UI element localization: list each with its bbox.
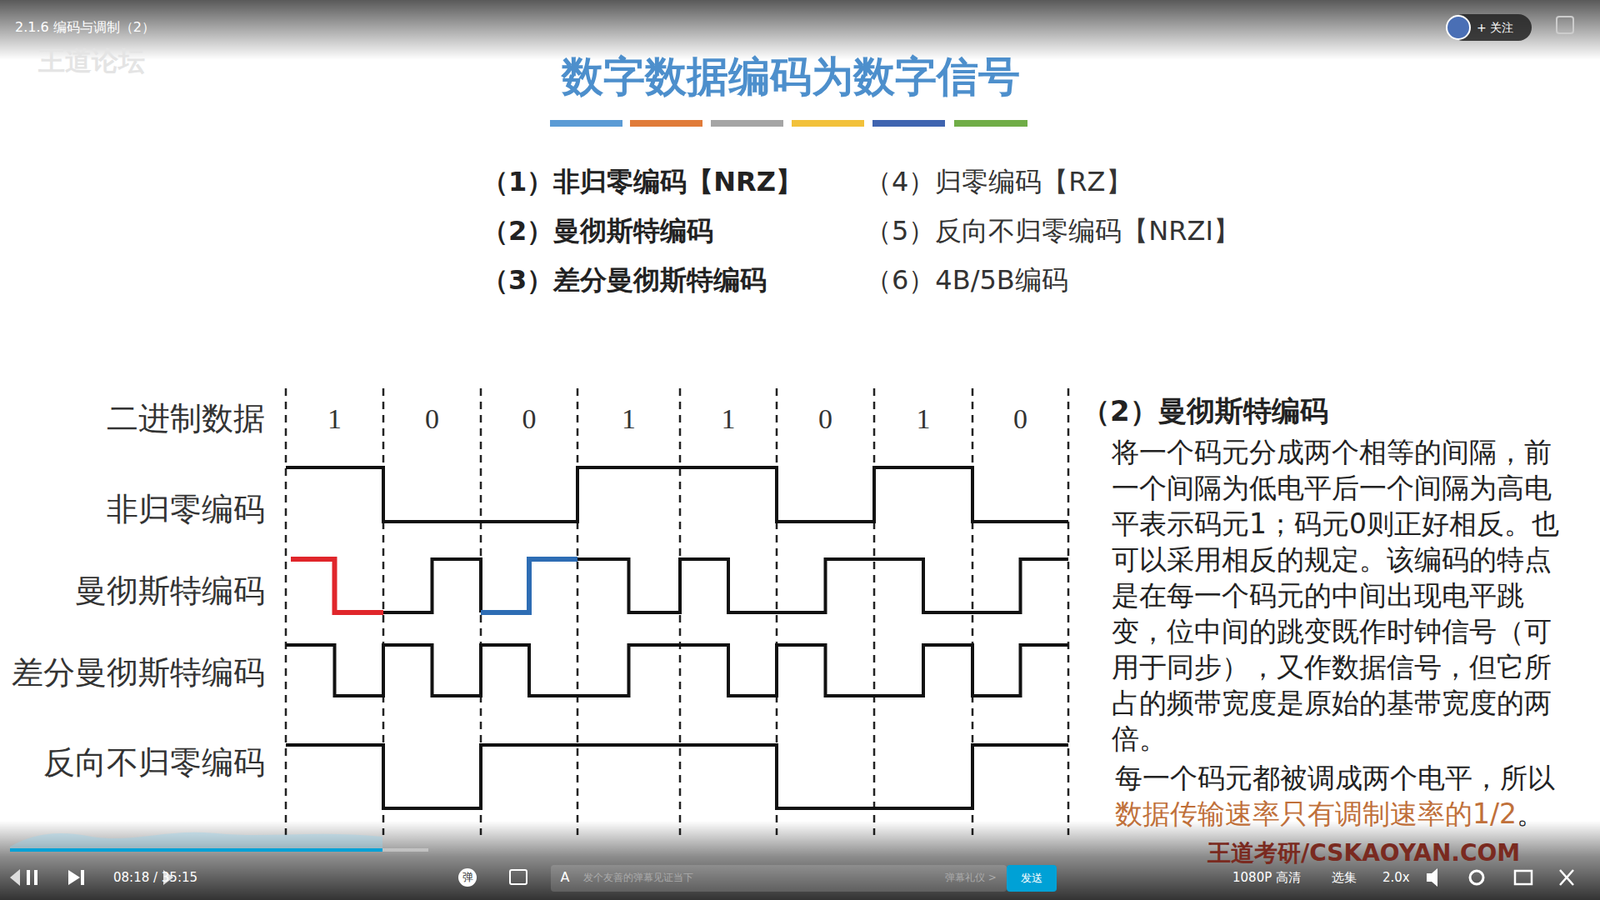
send-button	[1006, 865, 1057, 892]
manchester-waveform	[577, 559, 1069, 613]
waveforms	[285, 467, 1069, 809]
watermark: 王道论坛	[38, 45, 145, 77]
row-label: 差分曼彻斯特编码	[11, 654, 265, 693]
quality-setting: 1080P 高清	[1232, 870, 1301, 885]
diff-manchester-waveform	[285, 645, 1069, 696]
nrzi-waveform	[285, 745, 1069, 809]
bit-value: 0	[425, 402, 440, 437]
danmaku-settings-icon	[510, 870, 527, 885]
watermark: 王道考研/CSKAOYAN.COM	[1207, 839, 1520, 868]
follow-button: + 关注	[1476, 20, 1514, 35]
avatar-icon	[1446, 15, 1470, 40]
send-label: 发送	[1020, 871, 1043, 885]
pause-icon	[26, 870, 30, 885]
explanation-text: 每一个码元都被调成两个电平，所以	[1115, 761, 1555, 795]
progress-fill	[10, 848, 383, 852]
pip-icon	[1515, 870, 1532, 885]
bit-value: 1	[721, 402, 736, 437]
prev-icon	[10, 869, 20, 886]
section-heading: （2）曼彻斯特编码	[1081, 394, 1329, 429]
bit-value: 0	[818, 402, 833, 437]
bit-boundaries	[285, 388, 1069, 835]
bit-value: 0	[522, 402, 537, 437]
dashed-line	[285, 388, 288, 835]
progress-track	[10, 848, 429, 852]
dashed-line	[1067, 388, 1070, 835]
danmaku-icon: 弹	[462, 870, 474, 885]
video-title: 2.1.6 编码与调制（2）	[15, 19, 155, 35]
bit-value: 0	[1013, 402, 1028, 437]
row-label: 反向不归零编码	[43, 744, 265, 783]
color-bar	[710, 120, 784, 127]
list-item: （4）归零编码【RZ】	[865, 165, 1133, 198]
fullscreen-icon	[1560, 870, 1574, 885]
bit-value: 1	[916, 402, 931, 437]
speed-setting: 2.0x	[1382, 870, 1410, 885]
danmaku-input	[550, 865, 1007, 892]
color-bar	[791, 120, 865, 127]
settings-icon	[1470, 870, 1484, 885]
dashed-line	[873, 388, 876, 835]
highlight-text: 数据传输速率只有调制速率的1/2	[1115, 797, 1517, 830]
row-label: 曼彻斯特编码	[75, 572, 265, 611]
list-item: （5）反向不归零编码【NRZI】	[865, 215, 1240, 247]
danmaku-toggle	[458, 868, 477, 887]
color-bar	[630, 120, 703, 127]
bit-value: 1	[327, 402, 342, 437]
bit-value: 1	[621, 402, 636, 437]
episode-list: 选集	[1331, 870, 1357, 885]
color-bar	[550, 120, 623, 127]
explanation-text: 。	[1516, 797, 1545, 830]
top-shade	[0, 0, 1600, 60]
color-bar	[954, 120, 1028, 127]
nrz-waveform	[285, 467, 1069, 522]
input-placeholder: 发个友善的弹幕见证当下	[583, 871, 694, 884]
highlight-paragraph: 每一个码元都被调成两个电平，所以数据传输速率只有调制速率的1/2。	[1115, 760, 1557, 832]
list-item: （6）4B/5B编码	[865, 264, 1069, 296]
list-item: （1）非归零编码【NRZ】	[481, 165, 803, 198]
pause-icon	[34, 870, 38, 885]
row-label: 二进制数据	[106, 400, 265, 439]
dashed-line	[576, 388, 580, 835]
manchester-bit-red	[290, 559, 384, 613]
title-color-bars	[550, 120, 1028, 127]
progress-heatmap	[10, 832, 383, 849]
list-item: （3）差分曼彻斯特编码	[481, 264, 767, 296]
time-display: 08:18 / 35:15	[113, 870, 198, 885]
list-item: （2）曼彻斯特编码	[481, 215, 714, 247]
slide-title: 数字数据编码为数字信号	[561, 51, 1020, 102]
volume-icon	[1426, 868, 1438, 887]
next-icon	[68, 870, 85, 885]
danmaku-etiquette: 弹幕礼仪 >	[945, 871, 997, 884]
color-bar	[872, 120, 945, 127]
bottom-shade	[0, 820, 1600, 900]
row-label: 非归零编码	[106, 490, 265, 530]
font-icon: A	[560, 869, 570, 885]
explanation-text: 将一个码元分成两个相等的间隔，前一个间隔为低电平后一个间隔为高电平表示码元1；码…	[1111, 434, 1562, 757]
manchester-bit-blue	[480, 559, 578, 613]
manchester-waveform	[383, 559, 481, 613]
help-icon	[1556, 16, 1574, 34]
